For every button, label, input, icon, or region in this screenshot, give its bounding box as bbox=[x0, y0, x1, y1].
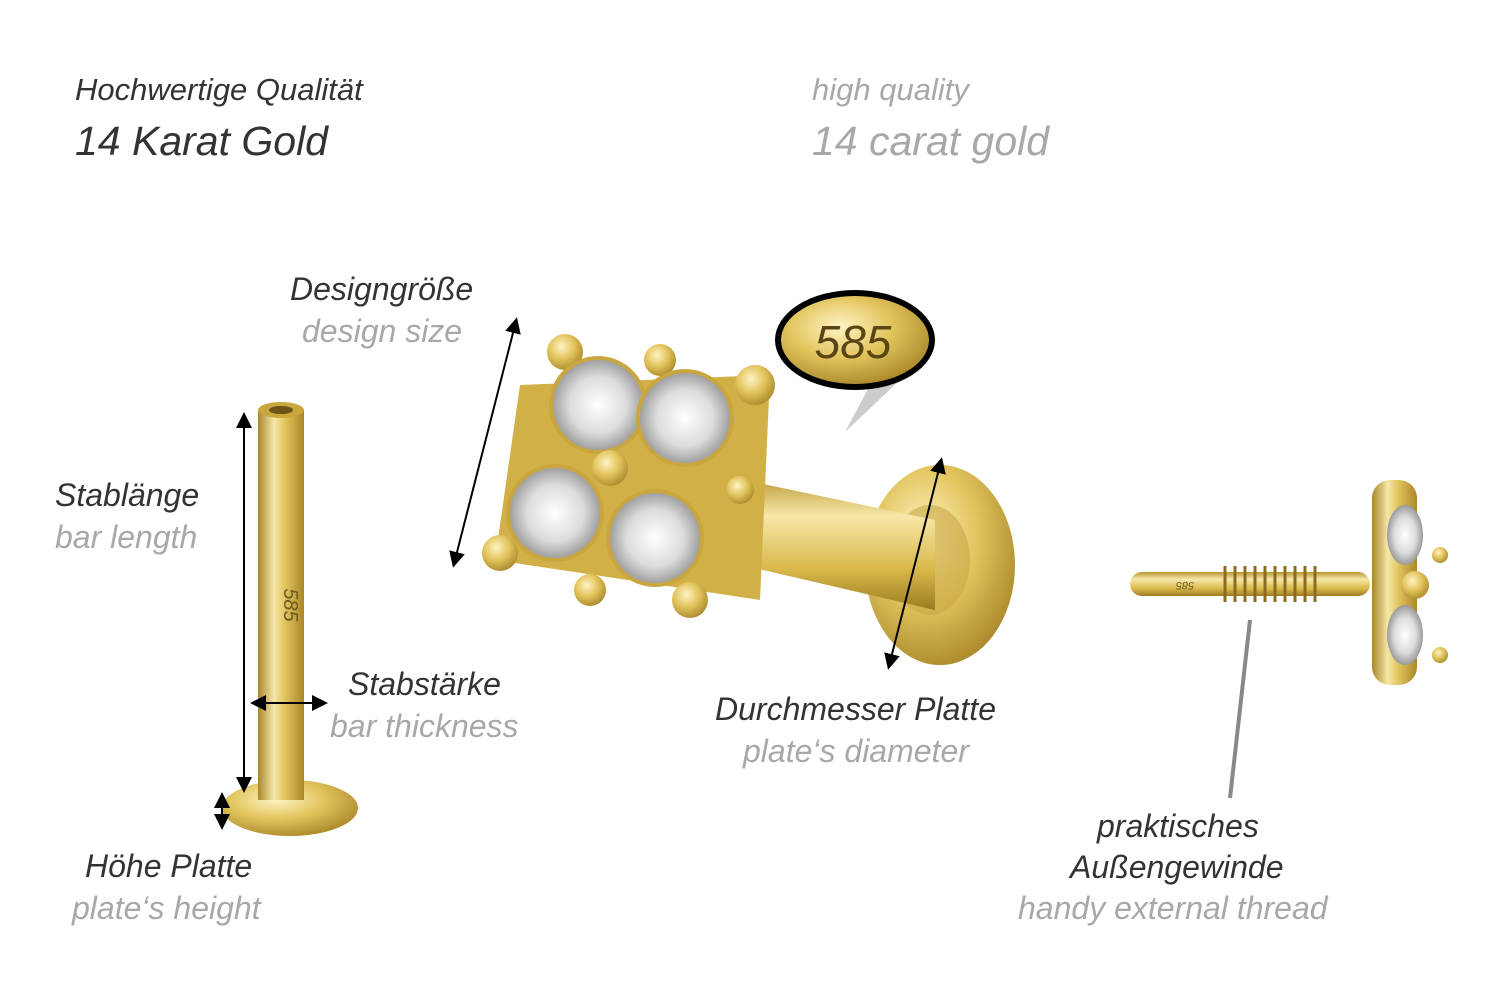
label-plate-height-de: Höhe Platte bbox=[85, 848, 253, 884]
design-size-arrow bbox=[449, 317, 521, 568]
label-bar-thickness-en: bar thickness bbox=[330, 708, 519, 744]
header-en-line2: 14 carat gold bbox=[812, 118, 1050, 164]
label-plate-diameter-en: plate‘s diameter bbox=[743, 733, 969, 769]
label-plate-diameter-de: Durchmesser Platte bbox=[715, 691, 996, 727]
label-design-size-de: Designgröße bbox=[290, 271, 474, 307]
label-thread-en: handy external thread bbox=[1018, 890, 1328, 926]
label-thread-de-line1: praktisches bbox=[1097, 808, 1259, 844]
header-de-line1: Hochwertige Qualität bbox=[75, 72, 363, 107]
label-thread-de-line2: Außengewinde bbox=[1070, 849, 1284, 885]
label-bar-length-en: bar length bbox=[55, 519, 198, 555]
label-bar-length-de: Stablänge bbox=[55, 477, 200, 513]
hallmark-badge: 585 bbox=[775, 290, 935, 432]
label-plate-height-en: plate‘s height bbox=[72, 890, 261, 926]
badge-text: 585 bbox=[815, 316, 892, 368]
labret-bar: 585 bbox=[214, 402, 358, 836]
thread-pointer-line bbox=[1228, 619, 1252, 799]
threaded-top: 585 bbox=[1130, 480, 1448, 799]
header-de-line2: 14 Karat Gold bbox=[75, 118, 328, 164]
plate-diameter-arrow bbox=[884, 457, 946, 670]
label-bar-thickness-de: Stabstärke bbox=[348, 666, 501, 702]
bar-engraving: 585 bbox=[279, 588, 301, 622]
header-en-line1: high quality bbox=[812, 72, 969, 107]
label-design-size-en: design size bbox=[302, 313, 463, 349]
thread-engraving: 585 bbox=[1175, 579, 1194, 591]
piercing-assembled bbox=[449, 317, 1015, 670]
